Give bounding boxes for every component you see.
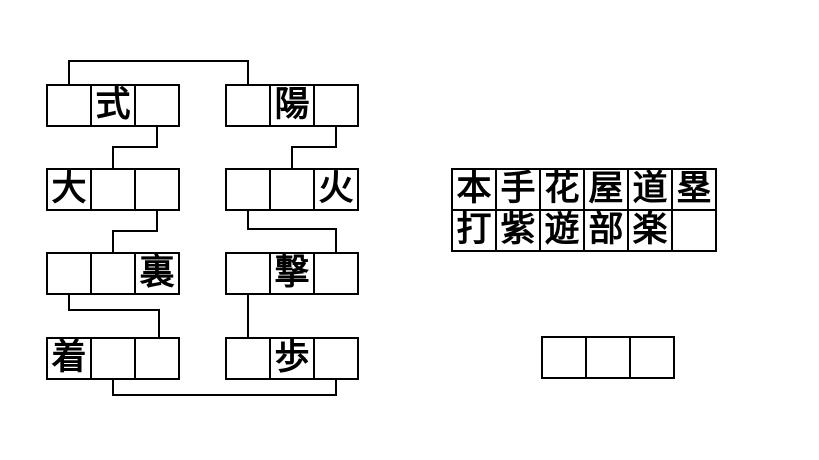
puzzle-cell-kanji: 大 [46,168,92,211]
connector-segment [335,127,337,148]
puzzle-cell-kanji: 着 [46,337,92,380]
puzzle-cell-empty[interactable] [225,84,271,127]
bank-tile[interactable]: 部 [583,209,629,252]
puzzle-cell-empty[interactable] [134,168,180,211]
connector-segment [335,228,337,252]
word-box-top-left: 式 [46,84,180,127]
puzzle-cell-empty[interactable] [90,337,136,380]
answer-box [541,336,675,379]
word-box-row3-left: 裏 [46,252,180,295]
puzzle-cell-empty[interactable] [313,337,359,380]
answer-cell[interactable] [629,336,675,379]
connector-segment [291,146,293,168]
puzzle-cell-kanji: 火 [313,168,359,211]
bank-tile-empty [671,209,717,252]
bank-tile[interactable]: 道 [627,168,673,211]
bank-tile[interactable]: 紫 [495,209,541,252]
puzzle-cell-kanji: 歩 [269,337,315,380]
connector-segment [247,211,249,230]
word-box-row3-right: 撃 [225,252,359,295]
connector-segment [247,228,337,230]
bank-tile[interactable]: 手 [495,168,541,211]
puzzle-cell-kanji: 撃 [269,252,315,295]
word-box-row4-right: 歩 [225,337,359,380]
bank-tile[interactable]: 屋 [583,168,629,211]
puzzle-cell-empty[interactable] [46,252,92,295]
puzzle-cell-empty[interactable] [313,252,359,295]
answer-cell[interactable] [541,336,587,379]
connector-segment [158,309,160,337]
word-box-top-right: 陽 [225,84,359,127]
connector-segment [156,211,158,232]
connector-segment [112,380,114,396]
kanji-bank: 本 手 花 屋 道 塁 打 紫 遊 部 楽 [451,168,717,252]
connector-segment [112,230,158,232]
kanji-bank-row: 打 紫 遊 部 楽 [451,209,717,252]
word-box-row2-left: 大 [46,168,180,211]
puzzle-cell-empty[interactable] [46,84,92,127]
connector-segment [68,60,70,84]
puzzle-cell-kanji: 式 [90,84,136,127]
word-box-row2-right: 火 [225,168,359,211]
bank-tile[interactable]: 本 [451,168,497,211]
bank-tile[interactable]: 楽 [627,209,673,252]
puzzle-cell-empty[interactable] [225,168,271,211]
puzzle-cell-kanji: 陽 [269,84,315,127]
puzzle-cell-empty[interactable] [225,252,271,295]
connector-segment [68,60,249,62]
puzzle-cell-empty[interactable] [269,168,315,211]
connector-segment [68,309,160,311]
connector-segment [335,380,337,396]
bank-tile[interactable]: 花 [539,168,585,211]
bank-tile[interactable]: 塁 [671,168,717,211]
connector-segment [156,127,158,148]
connector-segment [112,394,337,396]
connector-segment [247,60,249,84]
connector-segment [112,146,158,148]
connector-segment [68,295,70,311]
puzzle-cell-empty[interactable] [134,84,180,127]
connector-segment [112,146,114,168]
puzzle-cell-empty[interactable] [134,337,180,380]
bank-tile[interactable]: 打 [451,209,497,252]
puzzle-cell-empty[interactable] [313,84,359,127]
connector-segment [247,295,249,337]
puzzle-cell-empty[interactable] [90,252,136,295]
connector-segment [112,230,114,252]
connector-segment [291,146,337,148]
puzzle-cell-kanji: 裏 [134,252,180,295]
bank-tile[interactable]: 遊 [539,209,585,252]
kanji-bank-row: 本 手 花 屋 道 塁 [451,168,717,211]
answer-cell[interactable] [585,336,631,379]
puzzle-cell-empty[interactable] [90,168,136,211]
word-box-row4-left: 着 [46,337,180,380]
puzzle-cell-empty[interactable] [225,337,271,380]
